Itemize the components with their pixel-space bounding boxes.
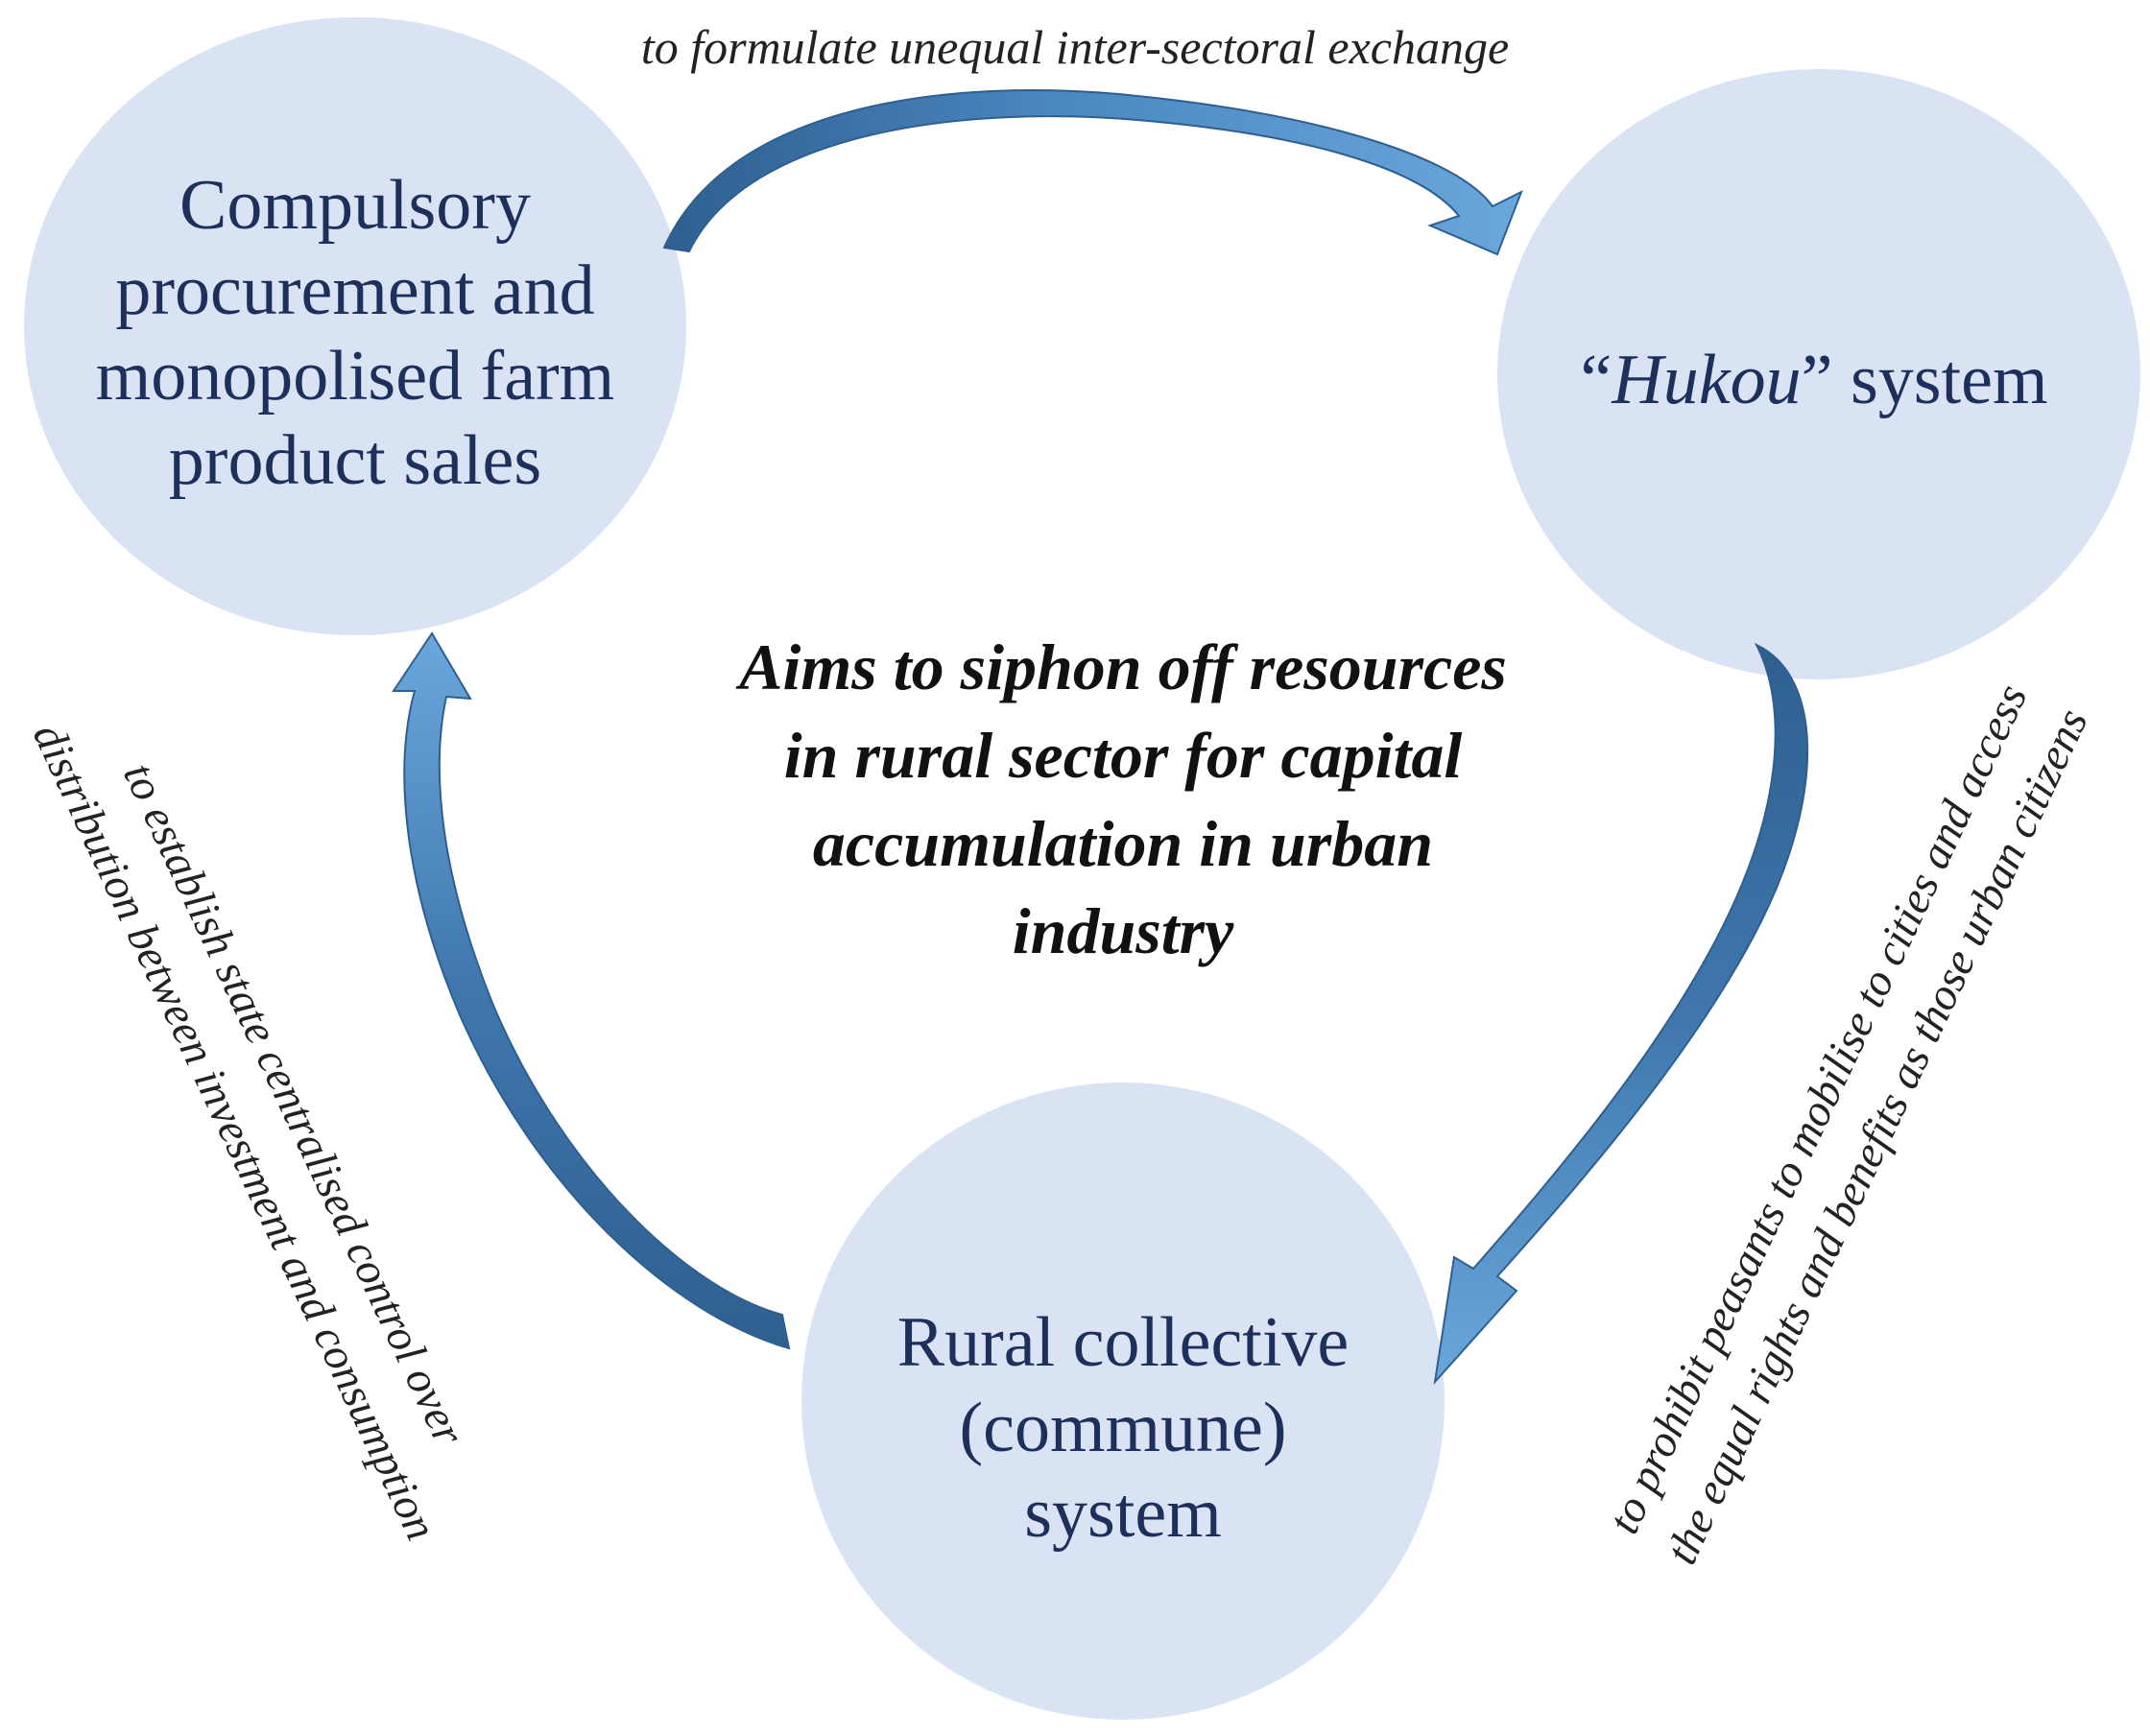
- node-left-line: procurement and: [115, 250, 595, 330]
- node-bottom-line: system: [1024, 1473, 1222, 1553]
- node-left-line: Compulsory: [179, 166, 531, 245]
- hukou-open-quote: “: [1580, 341, 1612, 419]
- node-circle-right: [1497, 69, 2140, 679]
- node-circle-left: [24, 17, 686, 635]
- node-circle-bottom: [801, 1082, 1445, 1720]
- hukou-word: Hukou: [1612, 341, 1802, 419]
- center-line: in rural sector for capital: [783, 718, 1463, 792]
- arrow-right: [1433, 642, 1809, 1386]
- center-line: industry: [1012, 894, 1234, 968]
- arrow-left: [392, 631, 791, 1350]
- node-bottom-line: (commune): [959, 1388, 1287, 1467]
- arrow-top: [662, 89, 1523, 256]
- center-line: accumulation in urban: [812, 806, 1434, 880]
- node-label-rural-collective: Rural collective (commune) system: [777, 1300, 1469, 1556]
- node-bottom-line: Rural collective: [896, 1303, 1350, 1382]
- node-label-compulsory-procurement: Compulsory procurement and monopolised f…: [38, 163, 672, 504]
- center-aim-text: Aims to siphon off resources in rural se…: [624, 624, 1622, 976]
- edge-top-line: to formulate unequal inter-sectoral exch…: [640, 20, 1510, 74]
- node-label-hukou-system: “Hukou” system: [1507, 338, 2121, 423]
- node-left-line: product sales: [168, 421, 542, 501]
- node-left-line: monopolised farm: [95, 336, 615, 416]
- hukou-rest: ” system: [1801, 341, 2048, 419]
- edge-label-top: to formulate unequal inter-sectoral exch…: [0, 19, 2150, 75]
- center-line: Aims to siphon off resources: [739, 630, 1507, 703]
